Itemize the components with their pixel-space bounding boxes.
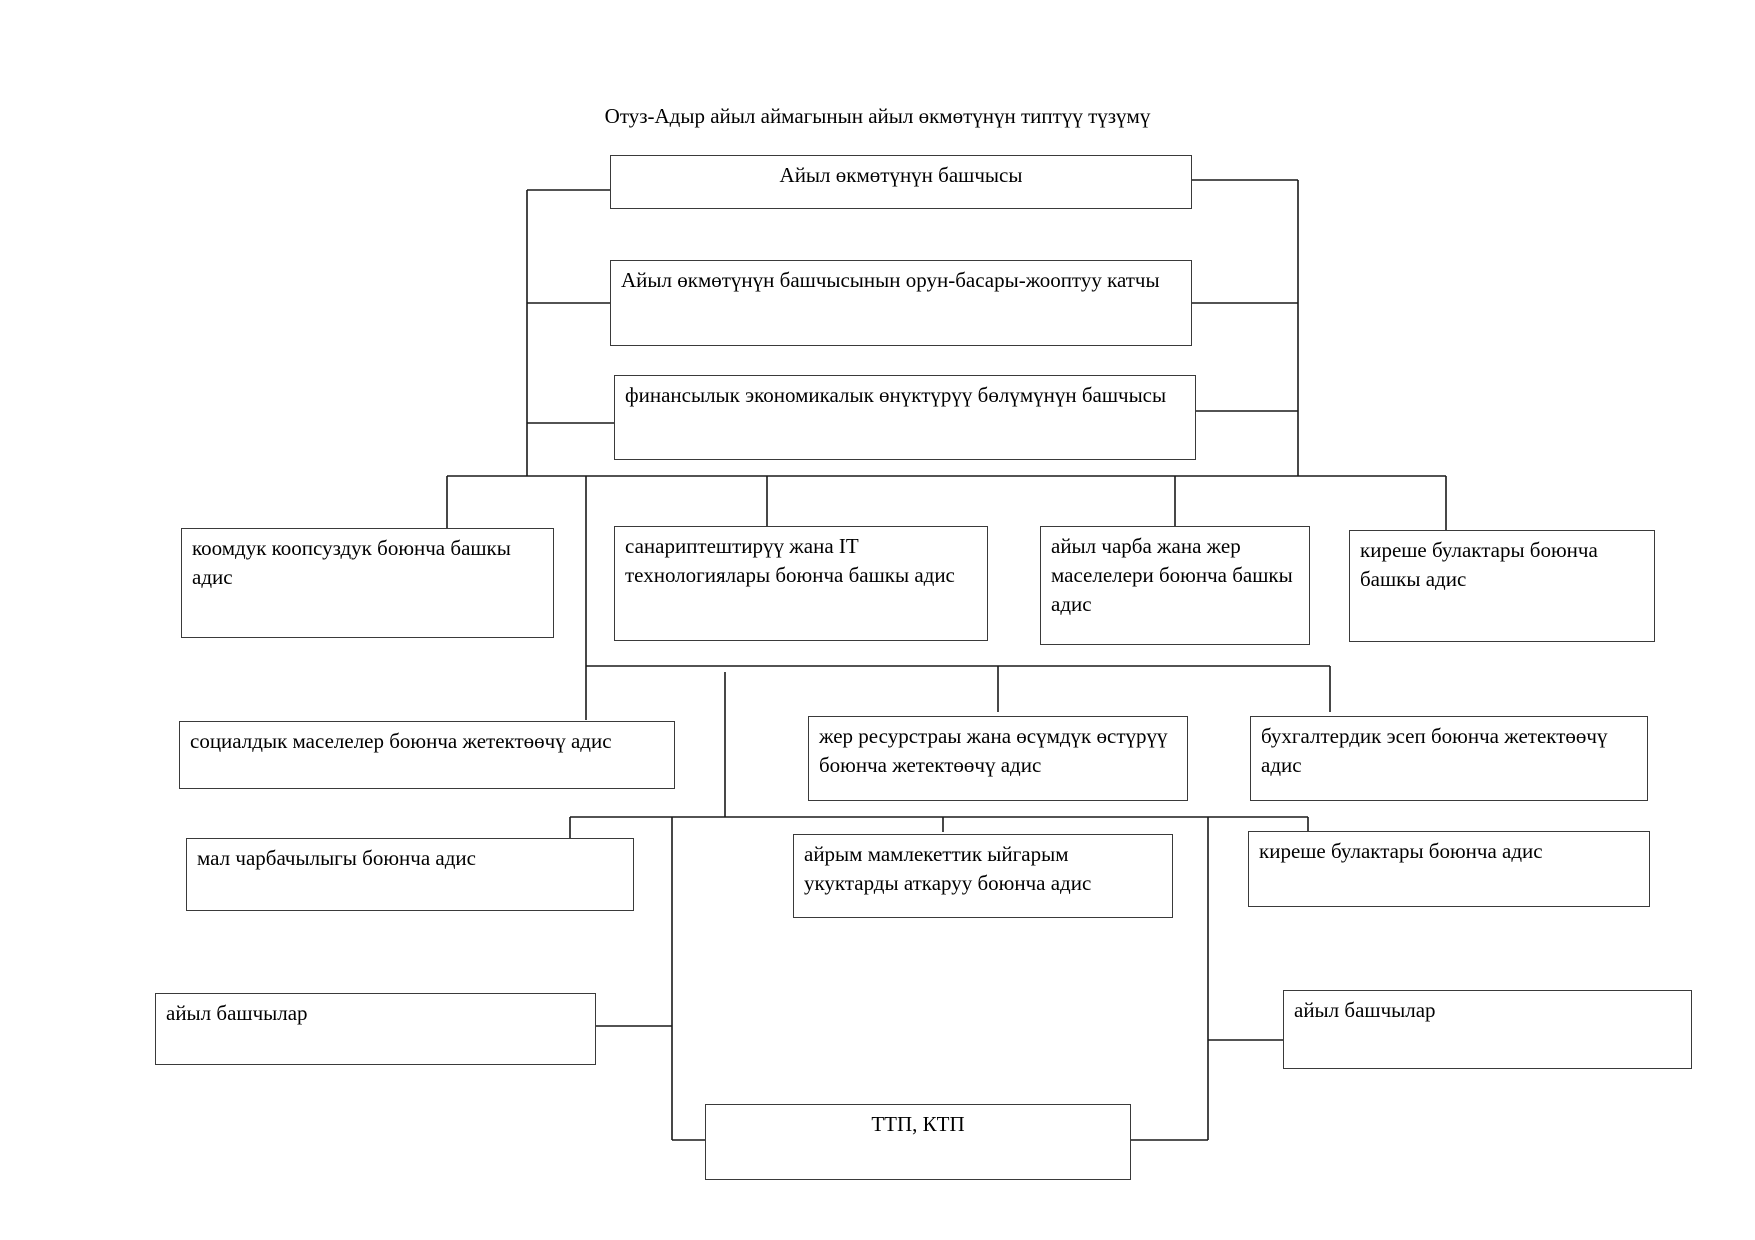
connector-lower-left [596,817,705,1141]
box-income-chief: киреше булактары боюнча башкы адис [1349,530,1655,642]
box-village-right: айыл башчылар [1283,990,1692,1069]
box-digital: санариптештирүү жана IT технологиялары б… [614,526,988,641]
connector-level2-trunk [585,476,1331,720]
box-ttp-ktp: ТТП, КТП [705,1104,1131,1180]
connector-level3-trunk [569,672,1309,840]
box-land: жер ресурстраы жана өсүмдүк өстүрүү боюн… [808,716,1188,801]
box-finance: финансылык экономикалык өнүктүрүү бөлүмү… [614,375,1196,460]
box-social: социалдык маселелер боюнча жетектөөчү ад… [179,721,675,789]
box-agri: айыл чарба жана жер маселелери боюнча ба… [1040,526,1310,645]
connector-right-spine [1192,179,1299,476]
box-income: киреше булактары боюнча адис [1248,831,1650,907]
box-deputy: Айыл өкмөтүнүн башчысынын орун-басары-жо… [610,260,1192,346]
box-security: коомдук коопсуздук боюнча башкы адис [181,528,554,638]
box-accounting: бухгалтердик эсеп боюнча жетектөөчү адис [1250,716,1648,801]
connector-lower-right [1130,817,1283,1141]
box-livestock: мал чарбачылыгы боюнча адис [186,838,634,911]
box-head: Айыл өкмөтүнүн башчысы [610,155,1192,209]
box-village-left: айыл башчылар [155,993,596,1065]
connector-left-spine [526,189,614,476]
box-state-fees: айрым мамлекеттик ыйгарым укуктарды атка… [793,834,1173,918]
connector-level1-bus [446,475,1447,532]
diagram-title: Отуз-Адыр айыл аймагынын айыл өкмөтүнүн … [604,104,1151,128]
